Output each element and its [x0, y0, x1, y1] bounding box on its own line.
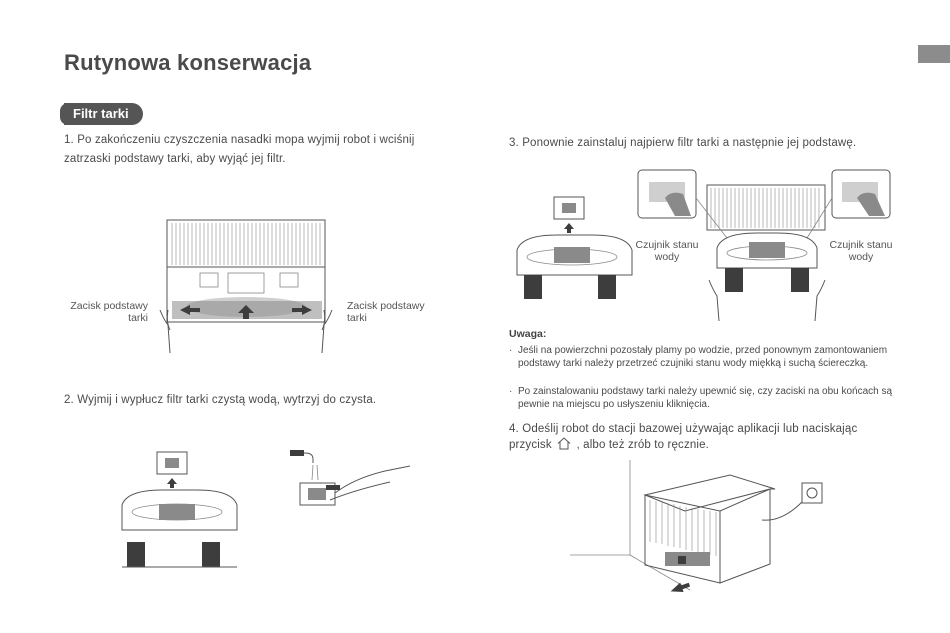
- label-right-clip: Zacisk podstawy tarki: [347, 300, 425, 324]
- section-tab: Filtr tarki: [60, 103, 143, 125]
- label-left-clip: Zacisk podstawy tarki: [70, 300, 148, 324]
- step-2-text: 2. Wyjmij i wypłucz filtr tarki czystą w…: [64, 394, 377, 406]
- label-sensor-left: Czujnik stanu wody: [635, 239, 699, 263]
- figure-grater-base-removal: [159, 219, 333, 354]
- note-bullet: ·: [509, 345, 513, 356]
- figure-filter-lift: [121, 451, 238, 568]
- note-item-text: Jeśli na powierzchni pozostały plamy po …: [518, 345, 888, 369]
- step-4-text: 4. Odeślij robot do stacji bazowej używa…: [509, 421, 879, 453]
- note-item-2: · Po zainstalowaniu podstawy tarki należ…: [509, 385, 898, 411]
- figure-station-sensors: [637, 169, 891, 322]
- page-title: Rutynowa konserwacja: [64, 50, 312, 75]
- label-sensor-right: Czujnik stanu wody: [829, 239, 893, 263]
- home-icon: [557, 437, 571, 450]
- figure-base-reinstall: [516, 196, 633, 299]
- figure-filter-rinse: [290, 450, 411, 506]
- step-1-text: 1. Po zakończeniu czyszczenia nasadki mo…: [64, 134, 415, 165]
- note-item-1: · Jeśli na powierzchni pozostały plamy p…: [509, 344, 898, 370]
- step-4-text-part1: 4. Odeślij robot do stacji bazowej używa…: [509, 423, 858, 451]
- note-title: Uwaga:: [509, 328, 547, 340]
- page-edge-tab: [918, 45, 950, 63]
- note-item-text: Po zainstalowaniu podstawy tarki należy …: [518, 386, 893, 410]
- step-4-text-part2: , albo też zrób to ręcznie.: [576, 439, 709, 451]
- note-bullet: ·: [509, 386, 513, 397]
- step-3-text: 3. Ponownie zainstaluj najpierw filtr ta…: [509, 137, 857, 149]
- figure-station-room: [570, 460, 823, 593]
